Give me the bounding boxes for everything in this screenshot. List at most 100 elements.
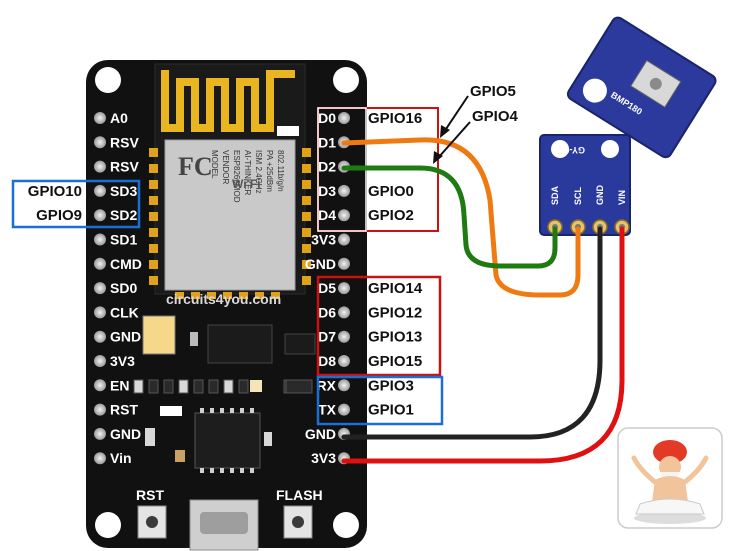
header-pin — [94, 403, 106, 416]
sensor-pin-label-gnd: GND — [595, 185, 605, 206]
header-pin — [338, 379, 350, 392]
module-pad — [149, 228, 158, 237]
header-pin — [94, 233, 106, 246]
pin-label-d0: D0 — [318, 110, 336, 126]
header-pin — [94, 184, 106, 197]
header-pin — [94, 379, 106, 392]
module-pad — [149, 276, 158, 285]
pin-label-d8: D8 — [318, 353, 336, 369]
pin-label-gnd: GND — [305, 256, 336, 272]
wires — [341, 137, 625, 464]
header-pin — [338, 306, 350, 319]
turban — [653, 440, 687, 464]
flash-button[interactable] — [283, 505, 313, 539]
gpio-label-gpio13: GPIO13 — [368, 329, 422, 346]
pin-label-d1: D1 — [318, 134, 336, 150]
smd-part — [160, 406, 182, 416]
pin-label-tx: TX — [318, 402, 337, 418]
module-pad — [191, 292, 200, 299]
module-pad — [149, 180, 158, 189]
rst-button-label: RST — [136, 487, 164, 503]
sensor-mount-hole — [601, 140, 619, 158]
chip-pin — [250, 408, 254, 413]
smd-part — [223, 379, 234, 394]
smd-part — [175, 450, 185, 462]
module-pad — [149, 148, 158, 157]
pin-label-d3: D3 — [318, 183, 336, 199]
module-pad — [149, 164, 158, 173]
usb-uart-chip — [194, 412, 261, 469]
module-pad — [302, 244, 311, 253]
wifi-logo: Wi Fi — [232, 177, 261, 191]
box-gpio-left — [11, 179, 141, 229]
sensor-model-label: GY-68 — [559, 145, 585, 155]
smd-part — [133, 379, 144, 394]
pin-label-d4: D4 — [318, 207, 336, 223]
rf-shield — [164, 139, 296, 291]
wire-vcc — [341, 226, 625, 464]
regulator — [207, 324, 273, 364]
rst-button[interactable] — [137, 505, 167, 539]
pin-label-sd2: SD2 — [110, 207, 137, 223]
module-text-line: ESP8266MOD — [232, 150, 241, 203]
module-pad — [302, 276, 311, 285]
gpio-label-gpio3: GPIO3 — [368, 377, 414, 394]
gpio-label-gpio12: GPIO12 — [368, 304, 422, 321]
gpio-label-gpio2: GPIO2 — [368, 207, 414, 224]
box-rx-tx — [316, 375, 444, 426]
module-text-line: VENDOR — [221, 150, 230, 184]
module-pad — [302, 180, 311, 189]
header-pin — [94, 112, 106, 124]
chip-pins — [200, 408, 254, 473]
header-pin — [338, 184, 350, 197]
smd-part — [178, 379, 189, 394]
capacitor — [142, 315, 176, 355]
micro-usb-port[interactable] — [189, 499, 259, 551]
pin-label-d6: D6 — [318, 304, 336, 320]
pin-label-d2: D2 — [318, 159, 336, 175]
torso — [652, 476, 688, 502]
module-text-line: MODEL — [210, 150, 219, 179]
yogi-mascot-illustration — [617, 427, 723, 529]
left-pin-header: A0RSVRSVSD3SD2SD1CMDSD0CLKGND3V3ENRSTGND… — [94, 110, 142, 466]
module-pad — [271, 292, 280, 299]
header-pin — [94, 282, 106, 295]
module-text-line: 802.11b/g/n — [276, 150, 285, 192]
module-pad — [149, 260, 158, 269]
chip-pin — [230, 408, 234, 413]
pin-label-sd0: SD0 — [110, 280, 137, 296]
arrow-gpio4 — [437, 121, 471, 159]
header-pin — [94, 160, 106, 173]
sensor-pin-label-scl: SCL — [573, 186, 583, 205]
robe — [635, 498, 705, 515]
module-pad — [149, 196, 158, 205]
module-pad — [302, 148, 311, 157]
site-label: circuits4you.com — [166, 291, 281, 307]
chip-pin — [220, 408, 224, 413]
header-pin — [94, 355, 106, 367]
header-pin — [94, 209, 106, 222]
wire-scl — [341, 137, 581, 298]
arrow-gpio5-head — [440, 125, 450, 138]
pin-label-sd1: SD1 — [110, 232, 137, 248]
smd-part — [277, 126, 299, 136]
pin-label-d7: D7 — [318, 329, 336, 345]
pin-label-sd3: SD3 — [110, 183, 137, 199]
smd-part — [193, 379, 204, 394]
gpio-label-gpio0: GPIO0 — [368, 183, 414, 200]
chip-pin — [210, 468, 214, 473]
pin-label-cmd: CMD — [110, 256, 142, 272]
fcc-logo: FC — [178, 152, 213, 181]
header-pin — [338, 233, 350, 246]
flash-button-label: FLASH — [276, 487, 323, 503]
chip-pin — [200, 408, 204, 413]
sensor-pin-label-sda: SDA — [550, 185, 560, 205]
module-pad — [302, 164, 311, 173]
pin-label-3v3: 3V3 — [311, 232, 336, 248]
mount-hole — [333, 67, 359, 93]
header-pin — [94, 427, 106, 440]
gpio-label-gpio16: GPIO16 — [368, 110, 422, 127]
